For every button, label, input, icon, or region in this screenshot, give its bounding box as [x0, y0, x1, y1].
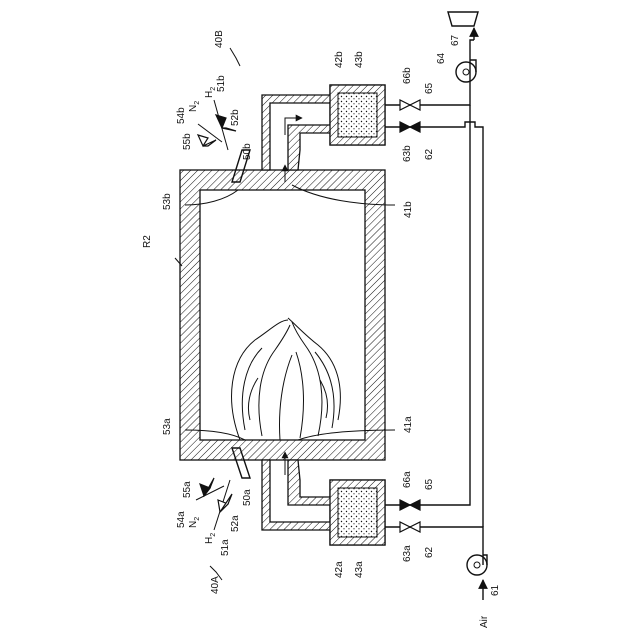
label-air-valve-b: 63b [402, 145, 413, 162]
label-nozzle-b: 53b [162, 193, 173, 210]
label-h2-valve-b: 52b [230, 109, 241, 126]
label-n2-line-a: 54a [176, 511, 187, 528]
label-regen-b: 42b [334, 51, 345, 68]
label-exhaust-duct-b: 65 [424, 82, 435, 94]
label-system-a: 40A [210, 576, 221, 594]
label-exhaust-valve-b: 66b [402, 67, 413, 84]
label-n2-valve-a: 55a [182, 481, 193, 498]
label-system-b: 40B [214, 30, 225, 48]
label-burner-a: 50a [242, 489, 253, 506]
label-exhaust-valve-a: 66a [402, 471, 413, 488]
valve-66b [400, 100, 420, 110]
label-air-valve-a: 63a [402, 545, 413, 562]
regenerative-media-b [338, 93, 377, 137]
exhaust-fan [456, 60, 476, 82]
label-media-a: 43a [354, 561, 365, 578]
label-n2-a: N2 [188, 517, 201, 528]
piping [385, 28, 483, 600]
label-air-duct-a: 62 [424, 546, 435, 558]
label-air-duct-b: 62 [424, 148, 435, 160]
exhaust-duct-top [385, 40, 474, 105]
label-n2-valve-b: 55b [182, 133, 193, 150]
exhaust-duct-riser [385, 105, 470, 505]
label-exhaust-fan: 64 [436, 52, 447, 64]
valve-66a [400, 500, 420, 510]
label-h2-line-b: 51b [216, 75, 227, 92]
label-stack: 67 [450, 34, 461, 46]
valve-52b [216, 115, 226, 128]
label-exhaust-duct-a: 65 [424, 478, 435, 490]
label-air-fan: 61 [490, 584, 501, 596]
valve-63b [400, 122, 420, 132]
label-h2-a: H2 [204, 533, 217, 544]
label-port-b: 41b [403, 201, 414, 218]
label-regen-a: 42a [334, 561, 345, 578]
label-h2-line-a: 51a [220, 539, 231, 556]
regenerative-media-a [338, 488, 377, 537]
air-duct-riser [385, 122, 483, 527]
label-nozzle-a: 53a [162, 418, 173, 435]
valve-63a [400, 522, 420, 532]
label-air: Air [479, 615, 490, 628]
label-h2-valve-a: 52a [230, 515, 241, 532]
stack [448, 12, 478, 26]
label-n2-b: N2 [188, 101, 201, 112]
regenerator-b [262, 85, 385, 182]
valve-52b-half [222, 128, 236, 131]
regenerator-a [262, 452, 385, 545]
label-furnace: R2 [142, 235, 153, 248]
label-port-a: 41a [403, 416, 414, 433]
air-fan [467, 555, 487, 575]
label-burner-b: 50b [242, 143, 253, 160]
label-n2-line-b: 54b [176, 107, 187, 124]
furnace-body [180, 170, 385, 460]
label-media-b: 43b [354, 51, 365, 68]
